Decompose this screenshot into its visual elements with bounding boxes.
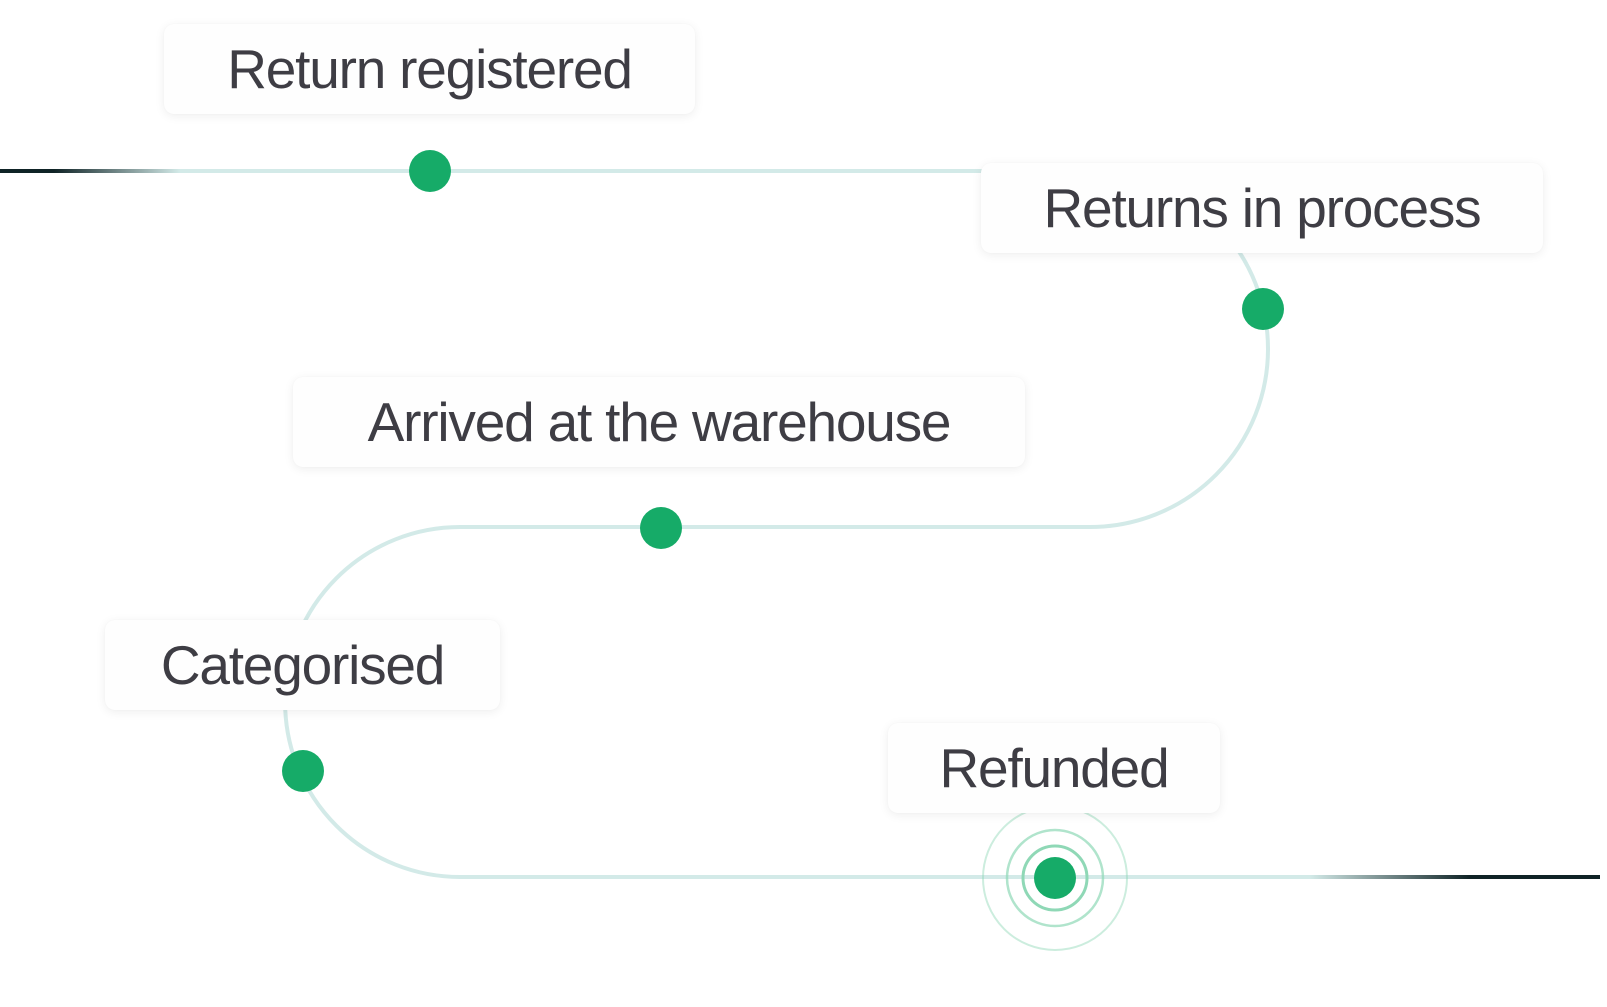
step-label-returns-in-process: Returns in process [981,163,1543,253]
step-dot-returns-in-process[interactable] [1242,288,1284,330]
step-label-arrived-at-warehouse: Arrived at the warehouse [293,377,1025,467]
step-label-return-registered: Return registered [164,24,695,114]
step-label-text: Arrived at the warehouse [367,391,952,453]
step-dot-refunded[interactable] [1034,857,1076,899]
step-dot-arrived-at-warehouse[interactable] [640,507,682,549]
step-dot-categorised[interactable] [282,750,324,792]
pulse-ring-middle [1005,828,1105,928]
step-label-refunded: Refunded [888,723,1220,813]
step-dot-return-registered[interactable] [409,150,451,192]
step-label-text: Return registered [227,38,633,100]
step-label-text: Returns in process [1043,177,1482,239]
pulse-ring-inner [1021,844,1089,912]
step-label-text: Categorised [160,634,446,696]
step-label-text: Refunded [939,737,1170,799]
step-label-categorised: Categorised [105,620,500,710]
